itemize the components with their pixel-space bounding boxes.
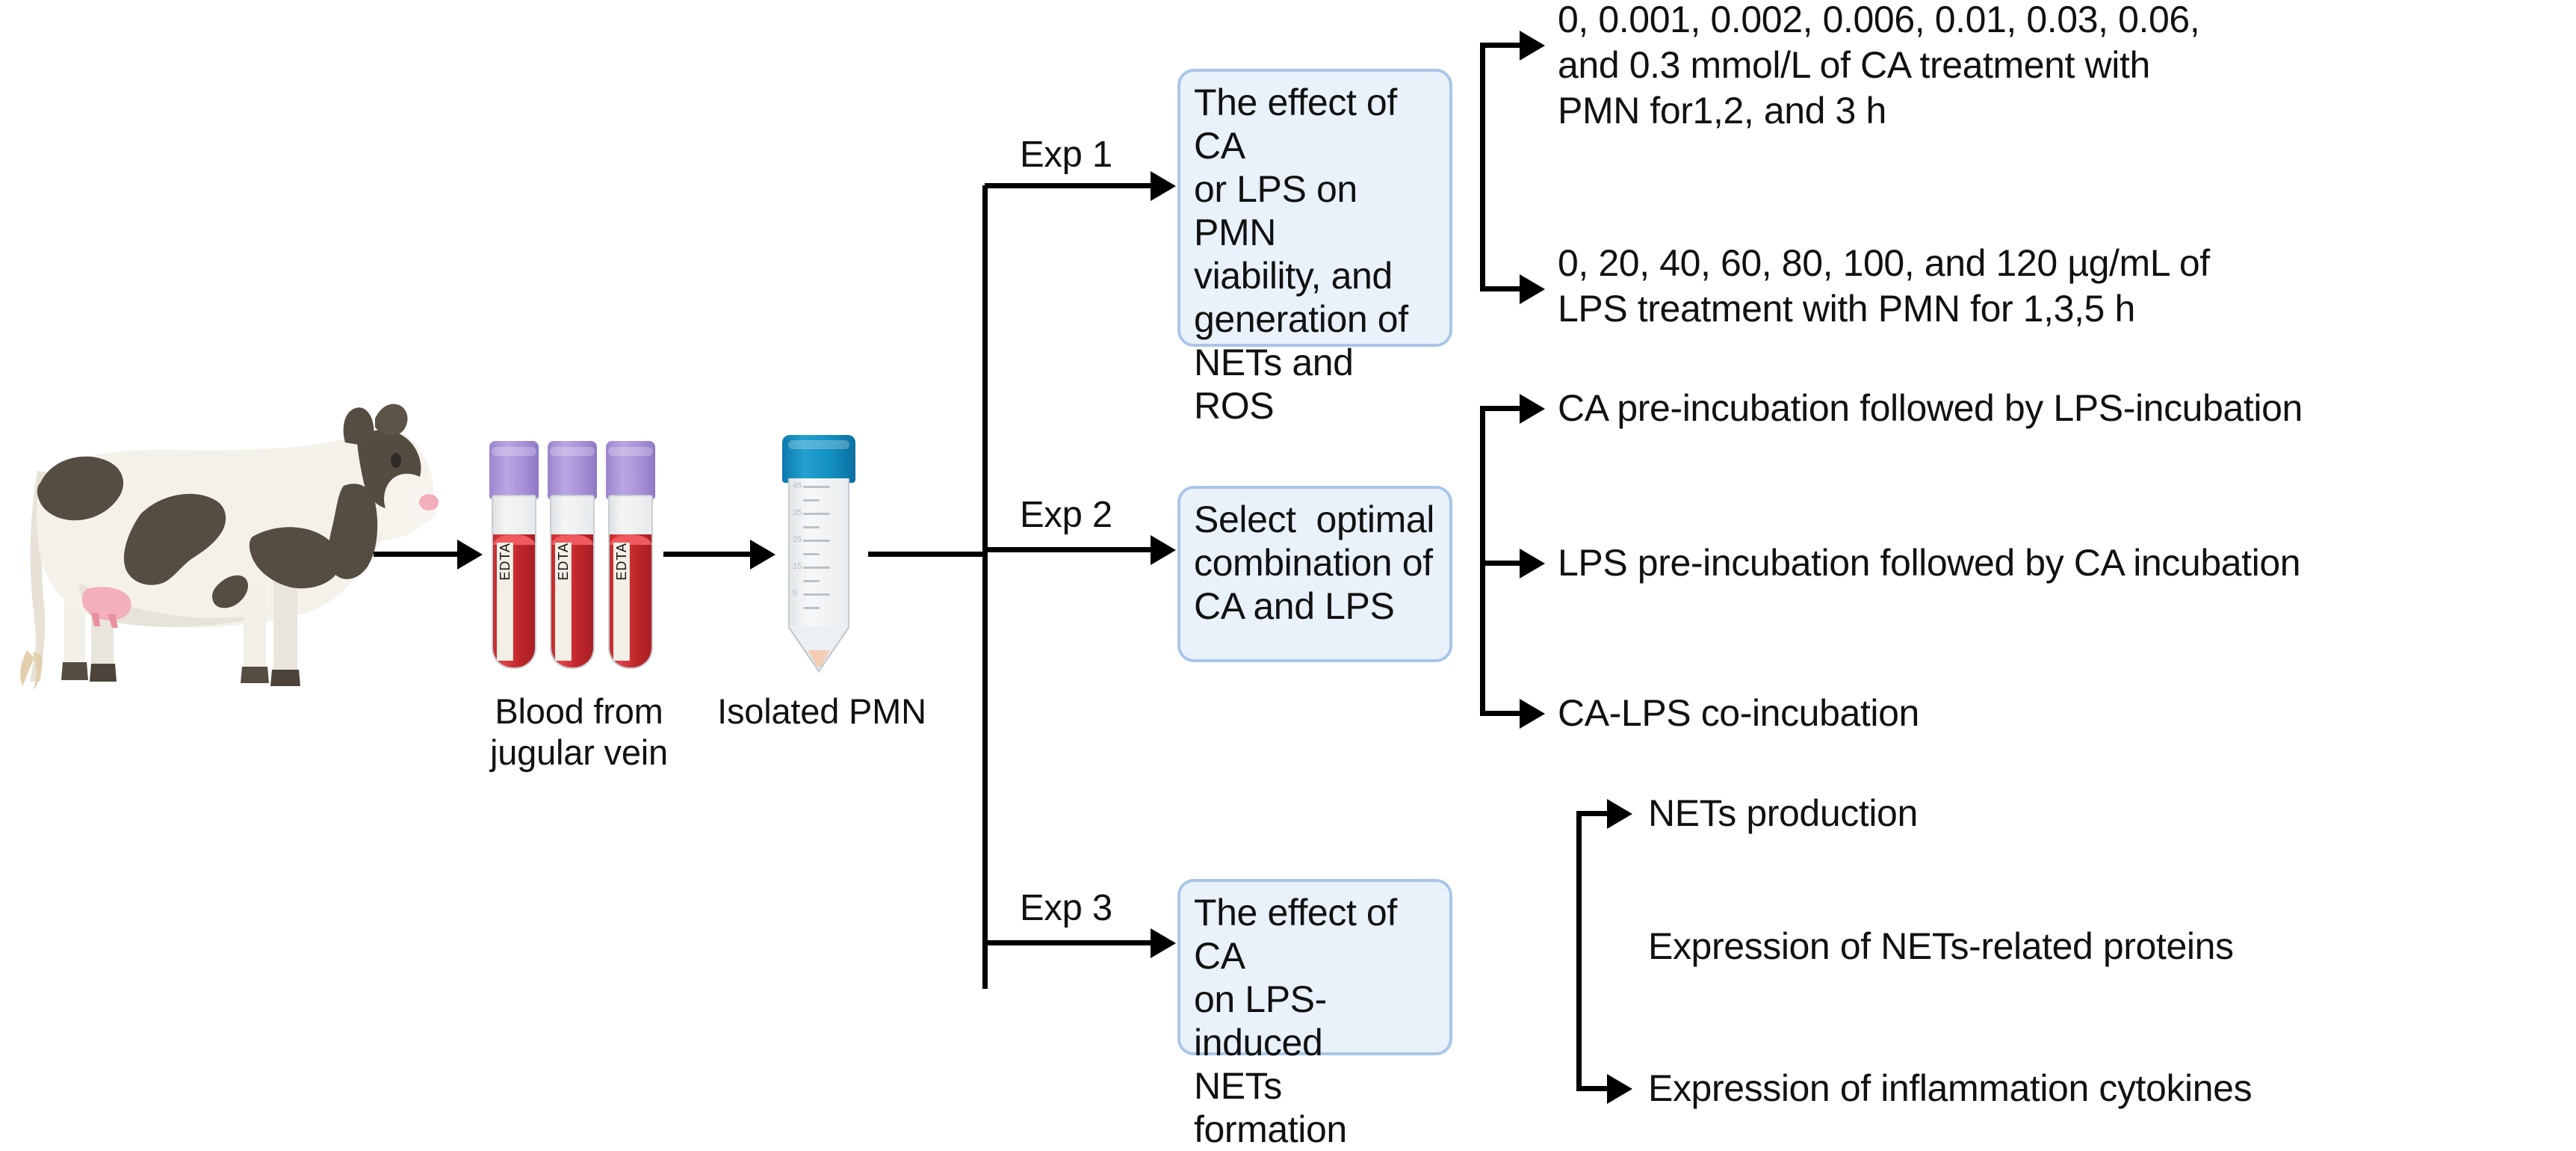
tube-body: EDTA	[608, 495, 653, 669]
tube-cap	[489, 441, 539, 499]
connector-tubes-to-pmn	[663, 552, 759, 557]
outcome-exp-3-1: NETs production	[1648, 792, 1918, 834]
connector-exp-2-outcome-1	[1480, 406, 1525, 411]
edta-tube-group: EDTA EDTA EDTA	[489, 441, 669, 669]
arrowhead-exp-2-outcome-3	[1520, 699, 1545, 729]
outcome-exp-1-2: 0, 20, 40, 60, 80, 100, and 120 µg/mL of…	[1558, 242, 2210, 330]
edta-tube: EDTA	[548, 441, 597, 669]
tube-body: 45 35 25 15 5	[788, 478, 849, 628]
connector-cow-to-tubes	[374, 552, 462, 557]
outcome-exp-1-1: 0, 0.001, 0.002, 0.006, 0.01, 0.03, 0.06…	[1558, 0, 2200, 132]
connector-exp-1-outcome-1	[1480, 43, 1525, 48]
blood-caption: Blood from jugular vein	[490, 691, 668, 772]
exp-box-2: Select optimal combination of CA and LPS	[1177, 486, 1452, 662]
pmn-caption: Isolated PMN	[717, 691, 926, 731]
connector-pmn-to-trunk	[868, 552, 988, 557]
exp-box-3: The effect of CA on LPS-induced NETs for…	[1177, 879, 1452, 1150]
tube-cap	[782, 435, 855, 483]
arrowhead-exp-2-outcome-1	[1520, 394, 1545, 424]
centrifuge-tube: 45 35 25 15 5	[779, 435, 858, 674]
tube-label-strip: EDTA	[555, 543, 572, 661]
arrowhead-exp-1-outcome-2	[1520, 274, 1545, 304]
arrowhead-cow-to-tubes	[457, 540, 483, 570]
tube-body: EDTA	[492, 495, 536, 669]
branch-label-exp-2: Exp 2	[1020, 495, 1112, 535]
edta-label-text: EDTA	[498, 543, 513, 581]
arrowhead-exp-3-outcome-3	[1607, 1074, 1632, 1104]
connector-exp-3	[985, 940, 1157, 945]
workflow-diagram: EDTA EDTA EDTA Blood from jugular vein	[7, 0, 2303, 1150]
exp-1-outcome-trunk	[1480, 45, 1485, 291]
exp-box-1: The effect of CA or LPS on PMN viability…	[1177, 69, 1452, 427]
edta-label-text: EDTA	[614, 543, 629, 581]
connector-exp-3-outcome-1	[1576, 811, 1612, 816]
branch-label-exp-1: Exp 1	[1020, 135, 1112, 175]
outcome-exp-3-2: Expression of NETs-related proteins	[1648, 925, 2234, 967]
connector-exp-2-outcome-2	[1480, 561, 1525, 566]
edta-tube: EDTA	[606, 441, 655, 669]
tube-cone-outline	[788, 626, 849, 673]
tube-cap	[548, 441, 597, 499]
branch-label-exp-3: Exp 3	[1020, 888, 1112, 928]
edta-label-text: EDTA	[556, 543, 571, 581]
cow-illustration	[7, 389, 456, 695]
tube-body: EDTA	[550, 495, 595, 669]
connector-exp-1	[985, 183, 1157, 188]
outcome-exp-2-2: LPS pre-incubation followed by CA incuba…	[1558, 542, 2301, 584]
tube-cap	[606, 441, 655, 499]
connector-exp-3-outcome-3	[1576, 1086, 1612, 1091]
edta-tube: EDTA	[489, 441, 539, 669]
outcome-exp-2-1: CA pre-incubation followed by LPS-incuba…	[1558, 387, 2303, 429]
tube-label-strip: EDTA	[613, 543, 630, 661]
arrowhead-exp-3-outcome-1	[1607, 799, 1632, 829]
main-branch-trunk	[982, 185, 988, 989]
connector-exp-1-outcome-2	[1480, 286, 1525, 291]
arrowhead-exp-3	[1151, 928, 1176, 958]
connector-exp-2	[985, 547, 1157, 552]
tube-label-strip: EDTA	[497, 543, 513, 661]
outcome-exp-2-3: CA-LPS co-incubation	[1558, 692, 1919, 734]
arrowhead-exp-1	[1151, 171, 1176, 201]
connector-exp-2-outcome-3	[1480, 711, 1525, 716]
arrowhead-tubes-to-pmn	[750, 540, 775, 570]
arrowhead-exp-2-outcome-2	[1520, 549, 1545, 578]
arrowhead-exp-1-outcome-1	[1520, 31, 1545, 61]
arrowhead-exp-2	[1151, 535, 1176, 565]
exp-3-outcome-trunk	[1576, 813, 1582, 1091]
outcome-exp-3-3: Expression of inflammation cytokines	[1648, 1067, 2253, 1109]
